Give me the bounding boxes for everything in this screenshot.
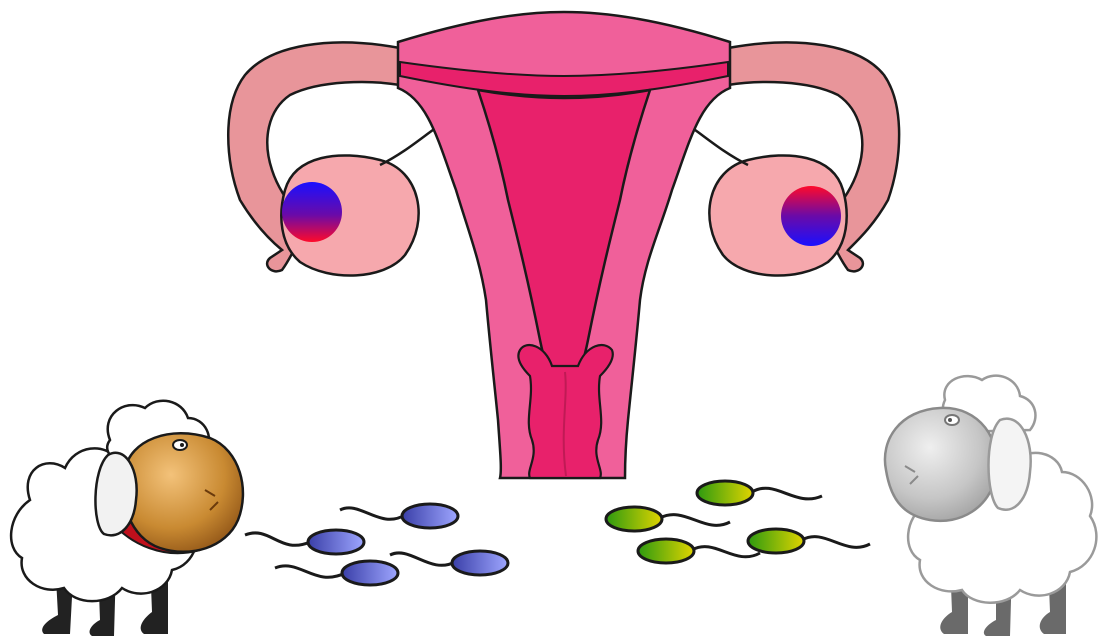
sperm-icon (748, 529, 870, 553)
left-egg-icon (282, 182, 342, 242)
right-sperm-group (606, 481, 870, 563)
right-sheep-icon (885, 376, 1096, 636)
left-sperm-group (245, 504, 508, 585)
sperm-icon (340, 504, 458, 528)
uterus-icon (228, 12, 899, 478)
right-sheep-face (885, 408, 997, 521)
left-sheep-ear (95, 453, 136, 536)
sperm-icon (275, 561, 398, 585)
left-sheep-icon (11, 401, 243, 636)
right-sheep-ear (989, 419, 1031, 510)
sperm-icon (390, 551, 508, 575)
right-egg-icon (781, 186, 841, 246)
left-sheep-face (123, 433, 243, 551)
sperm-icon (697, 481, 822, 505)
sperm-icon (638, 539, 760, 563)
sperm-icon (245, 530, 364, 554)
sperm-icon (606, 507, 730, 531)
